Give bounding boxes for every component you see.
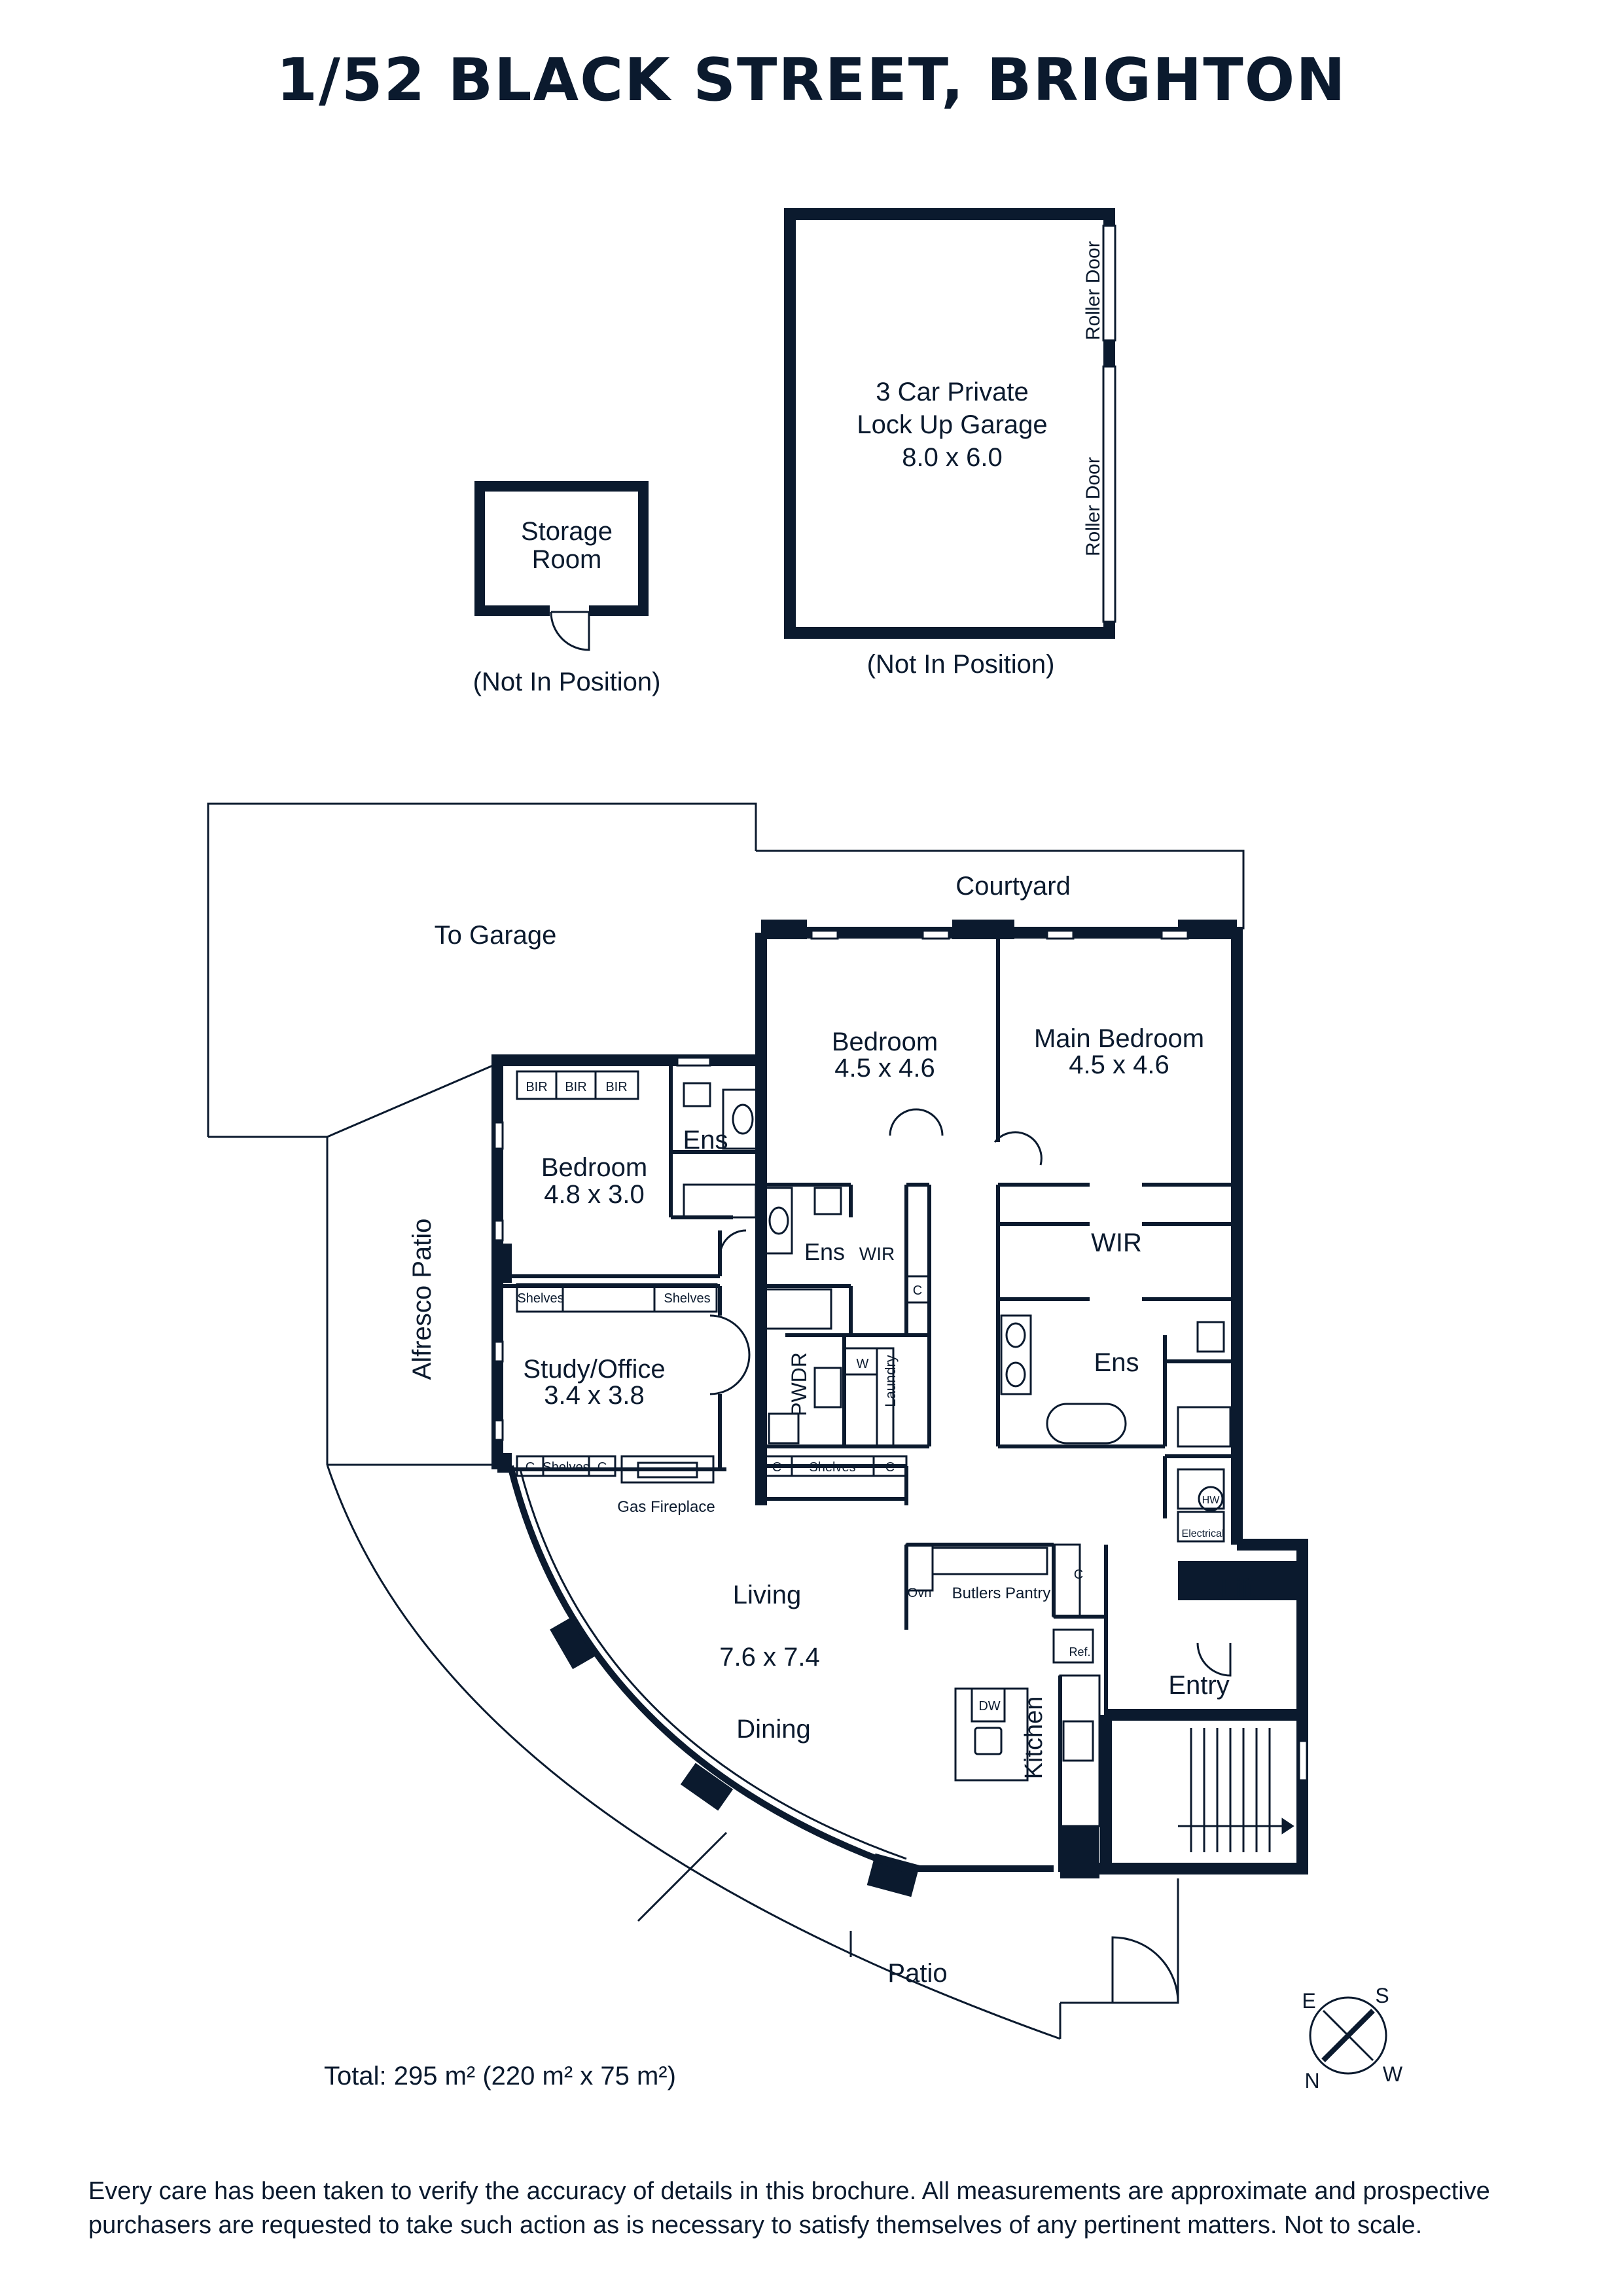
c-label-hall-1: C	[772, 1460, 781, 1475]
ovn-label: Ovn	[908, 1586, 932, 1600]
study-name: Study/Office	[523, 1355, 665, 1384]
stairs	[1178, 1728, 1294, 1852]
shelves-label-4: Shelves	[809, 1460, 855, 1475]
bedroom-centre-dims: 4.5 x 4.6	[834, 1054, 935, 1083]
disclaimer: Every care has been taken to verify the …	[88, 2178, 1490, 2239]
total-area: Total: 295 m² (220 m² x 75 m²)	[324, 2062, 676, 2090]
ens-left-label: Ens	[683, 1126, 728, 1155]
storage-note: (Not In Position)	[473, 668, 661, 696]
storage-label-1: Storage	[521, 517, 613, 546]
living-label: Living	[733, 1581, 802, 1609]
study-dims: 3.4 x 3.8	[544, 1381, 644, 1410]
to-garage-label: To Garage	[435, 921, 557, 950]
roller-door-top: Roller Door	[1082, 241, 1104, 340]
garage-dims: 8.0 x 6.0	[902, 443, 1002, 472]
shelves-label-1: Shelves	[517, 1291, 563, 1306]
alfresco-label: Alfresco Patio	[408, 1219, 437, 1380]
ref-label: Ref.	[1069, 1645, 1090, 1659]
gas-fireplace-label: Gas Fireplace	[617, 1498, 715, 1516]
wir-main-label: WIR	[1091, 1229, 1142, 1257]
hw-label: HW	[1202, 1495, 1221, 1506]
built-in-storage	[516, 1070, 1225, 1827]
dw-label: DW	[978, 1699, 1000, 1713]
compass-s: S	[1375, 1984, 1389, 2007]
main-bedroom-dims: 4.5 x 4.6	[1069, 1050, 1169, 1079]
roller-door-bottom: Roller Door	[1082, 457, 1104, 556]
electrical-label: Electrical	[1182, 1528, 1224, 1539]
bedroom-centre-name: Bedroom	[832, 1028, 938, 1056]
shelves-label-3: Shelves	[543, 1460, 589, 1475]
bir-label-3: BIR	[605, 1080, 627, 1094]
storage-label-2: Room	[532, 545, 602, 574]
garage-label-2: Lock Up Garage	[857, 410, 1047, 439]
page-title: 1/52 BLACK STREET, BRIGHTON	[276, 46, 1347, 115]
bedroom-left-name: Bedroom	[541, 1153, 647, 1182]
bir-label-2: BIR	[565, 1080, 586, 1094]
bedroom-left-dims: 4.8 x 3.0	[544, 1180, 644, 1209]
garage-label-1: 3 Car Private	[876, 378, 1028, 406]
shelves-label-2: Shelves	[664, 1291, 710, 1306]
ens-main-label: Ens	[1094, 1348, 1139, 1377]
wir-centre-label: WIR	[859, 1244, 895, 1264]
wall-blocks	[497, 920, 1302, 1897]
garage-note: (Not In Position)	[867, 650, 1055, 679]
lift-label: Lift	[1221, 1574, 1255, 1603]
compass-e: E	[1302, 1989, 1315, 2013]
butlers-pantry-label: Butlers Pantry	[952, 1585, 1051, 1602]
w-label: W	[857, 1357, 869, 1371]
c-label-wir: C	[913, 1283, 922, 1298]
main-bedroom-name: Main Bedroom	[1034, 1024, 1204, 1053]
courtyard-label: Courtyard	[955, 872, 1071, 901]
kitchen-label: Kitchen	[1020, 1696, 1048, 1780]
c-label-pantry: C	[1074, 1568, 1083, 1582]
c-label-study-1: C	[526, 1460, 535, 1475]
compass-n: N	[1304, 2069, 1319, 2092]
laundry-label: Laundry	[882, 1355, 899, 1407]
doors	[709, 1108, 1232, 2004]
bir-label-1: BIR	[526, 1080, 547, 1094]
c-label-hall-2: C	[885, 1460, 895, 1475]
living-dims: 7.6 x 7.4	[719, 1643, 819, 1672]
patio-label: Patio	[887, 1959, 947, 1988]
compass: E S N W	[1302, 1984, 1403, 2092]
garage: Roller Door Roller Door 3 Car Private Lo…	[784, 208, 1116, 679]
bathroom-fixtures	[683, 1082, 1232, 1448]
room-labels: To Garage Courtyard Bedroom 4.5 x 4.6 Ma…	[408, 872, 1256, 1988]
ens-centre-label: Ens	[804, 1238, 845, 1265]
storage-room: Storage Room (Not In Position)	[473, 481, 661, 696]
entry-label: Entry	[1168, 1671, 1229, 1700]
living-curved-wall	[507, 1465, 1054, 1872]
compass-w: W	[1383, 2062, 1403, 2086]
pwdr-label: PWDR	[787, 1352, 811, 1416]
outdoor-areas	[207, 802, 1245, 2040]
c-label-study-2: C	[597, 1460, 607, 1475]
windows	[493, 929, 1308, 1782]
exterior-walls	[491, 927, 1308, 1874]
dining-label: Dining	[736, 1715, 810, 1744]
hot-water-unit	[1198, 1486, 1224, 1512]
